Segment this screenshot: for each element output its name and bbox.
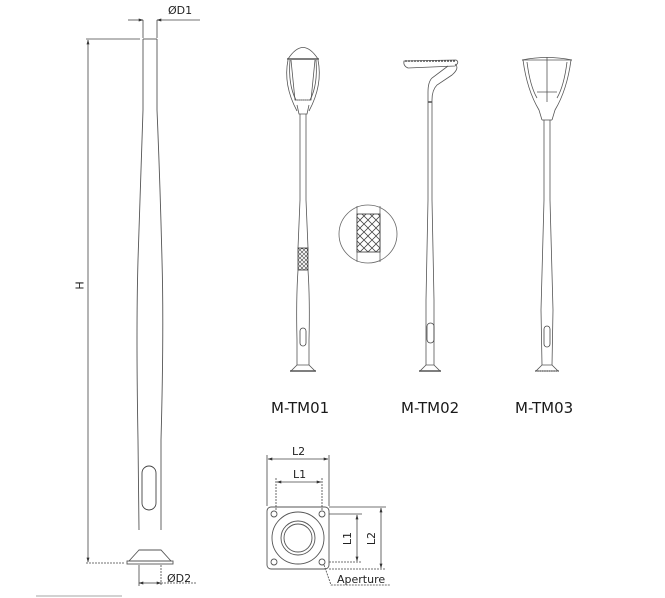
model-label-m-tm02: M-TM02	[401, 399, 460, 417]
model-label-m-tm01: M-TM01	[271, 399, 330, 417]
dim-label-d1: ØD1	[168, 4, 193, 17]
lamp-m-tm03	[521, 57, 573, 372]
aperture-callout: Aperture	[337, 573, 386, 586]
dim-label-l1-horizontal: L1	[293, 468, 307, 481]
mesh-detail	[338, 204, 398, 264]
dim-label-l2-vertical: L2	[365, 531, 379, 546]
dim-label-height: H	[73, 281, 87, 290]
base-plate-dims	[266, 455, 390, 586]
dim-label-l1-vertical: L1	[341, 531, 355, 546]
dim-height	[86, 38, 140, 564]
model-label-m-tm03: M-TM03	[515, 399, 574, 417]
main-pole	[126, 38, 174, 565]
dim-label-d2: ØD2	[167, 572, 192, 585]
dim-d2	[138, 565, 196, 586]
dim-label-l2-horizontal: L2	[292, 445, 306, 458]
base-plate	[266, 506, 330, 570]
lamp-m-tm01	[286, 47, 320, 372]
dim-d1	[128, 18, 200, 38]
lamp-m-tm02	[403, 59, 459, 372]
